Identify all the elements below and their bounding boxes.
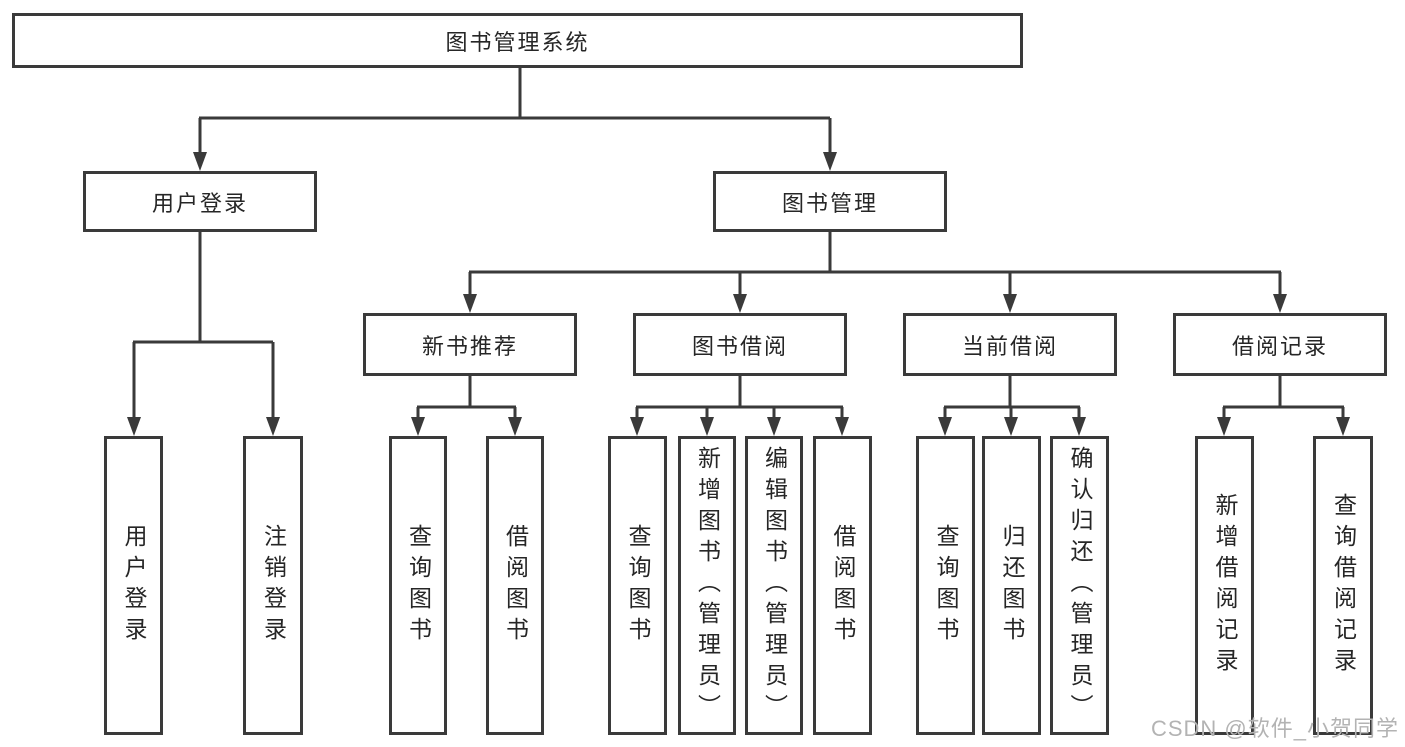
node-label: 新增借阅记录 [1212,492,1238,679]
leaf-nb-query-books: 查询图书 [389,436,447,735]
leaf-user-login: 用户登录 [104,436,163,735]
node-book-borrow: 图书借阅 [633,313,847,376]
node-label: 新书推荐 [421,333,518,359]
node-label: 注销登录 [260,523,287,648]
leaf-bw-query-books: 查询图书 [608,436,667,735]
node-user-login: 用户登录 [83,171,317,232]
leaf-nb-borrow-books: 借阅图书 [486,436,544,735]
leaf-bw-borrow-books: 借阅图书 [813,436,872,735]
csdn-watermark: CSDN @软件_小贺同学 [1150,716,1399,741]
node-label: 归还图书 [999,523,1025,648]
node-label: 用户登录 [121,523,147,648]
node-label: 查询借阅记录 [1330,492,1357,679]
leaf-rec-query-borrow-record: 查询借阅记录 [1313,436,1373,735]
leaf-rec-add-borrow-record: 新增借阅记录 [1195,436,1254,735]
leaf-cur-return-books: 归还图书 [982,436,1041,735]
node-label: 确认归还（管理员） [1067,446,1093,725]
node-label: 当前借阅 [961,333,1058,359]
node-label: 查询图书 [405,523,432,648]
node-book-management: 图书管理 [713,171,947,232]
node-new-book-recommend: 新书推荐 [363,313,577,376]
node-label: 图书管理 [781,190,878,216]
leaf-cur-confirm-return-admin: 确认归还（管理员） [1050,436,1109,735]
node-label: 用户登录 [151,190,248,216]
node-label: 编辑图书（管理员） [761,446,788,725]
leaf-logout-login: 注销登录 [243,436,303,735]
node-current-borrow: 当前借阅 [903,313,1117,376]
node-system-root: 图书管理系统 [12,13,1023,68]
node-label: 查询图书 [625,523,651,648]
node-label: 图书借阅 [691,333,788,359]
node-label: 借阅图书 [502,523,529,648]
node-label: 查询图书 [933,523,959,648]
node-borrow-records: 借阅记录 [1173,313,1387,376]
leaf-bw-edit-books-admin: 编辑图书（管理员） [745,436,803,735]
leaf-cur-query-books: 查询图书 [916,436,975,735]
node-label: 借阅记录 [1231,333,1328,359]
node-label: 图书管理系统 [445,29,590,55]
node-label: 新增图书（管理员） [694,446,721,725]
leaf-bw-add-books-admin: 新增图书（管理员） [678,436,736,735]
node-label: 借阅图书 [830,523,856,648]
